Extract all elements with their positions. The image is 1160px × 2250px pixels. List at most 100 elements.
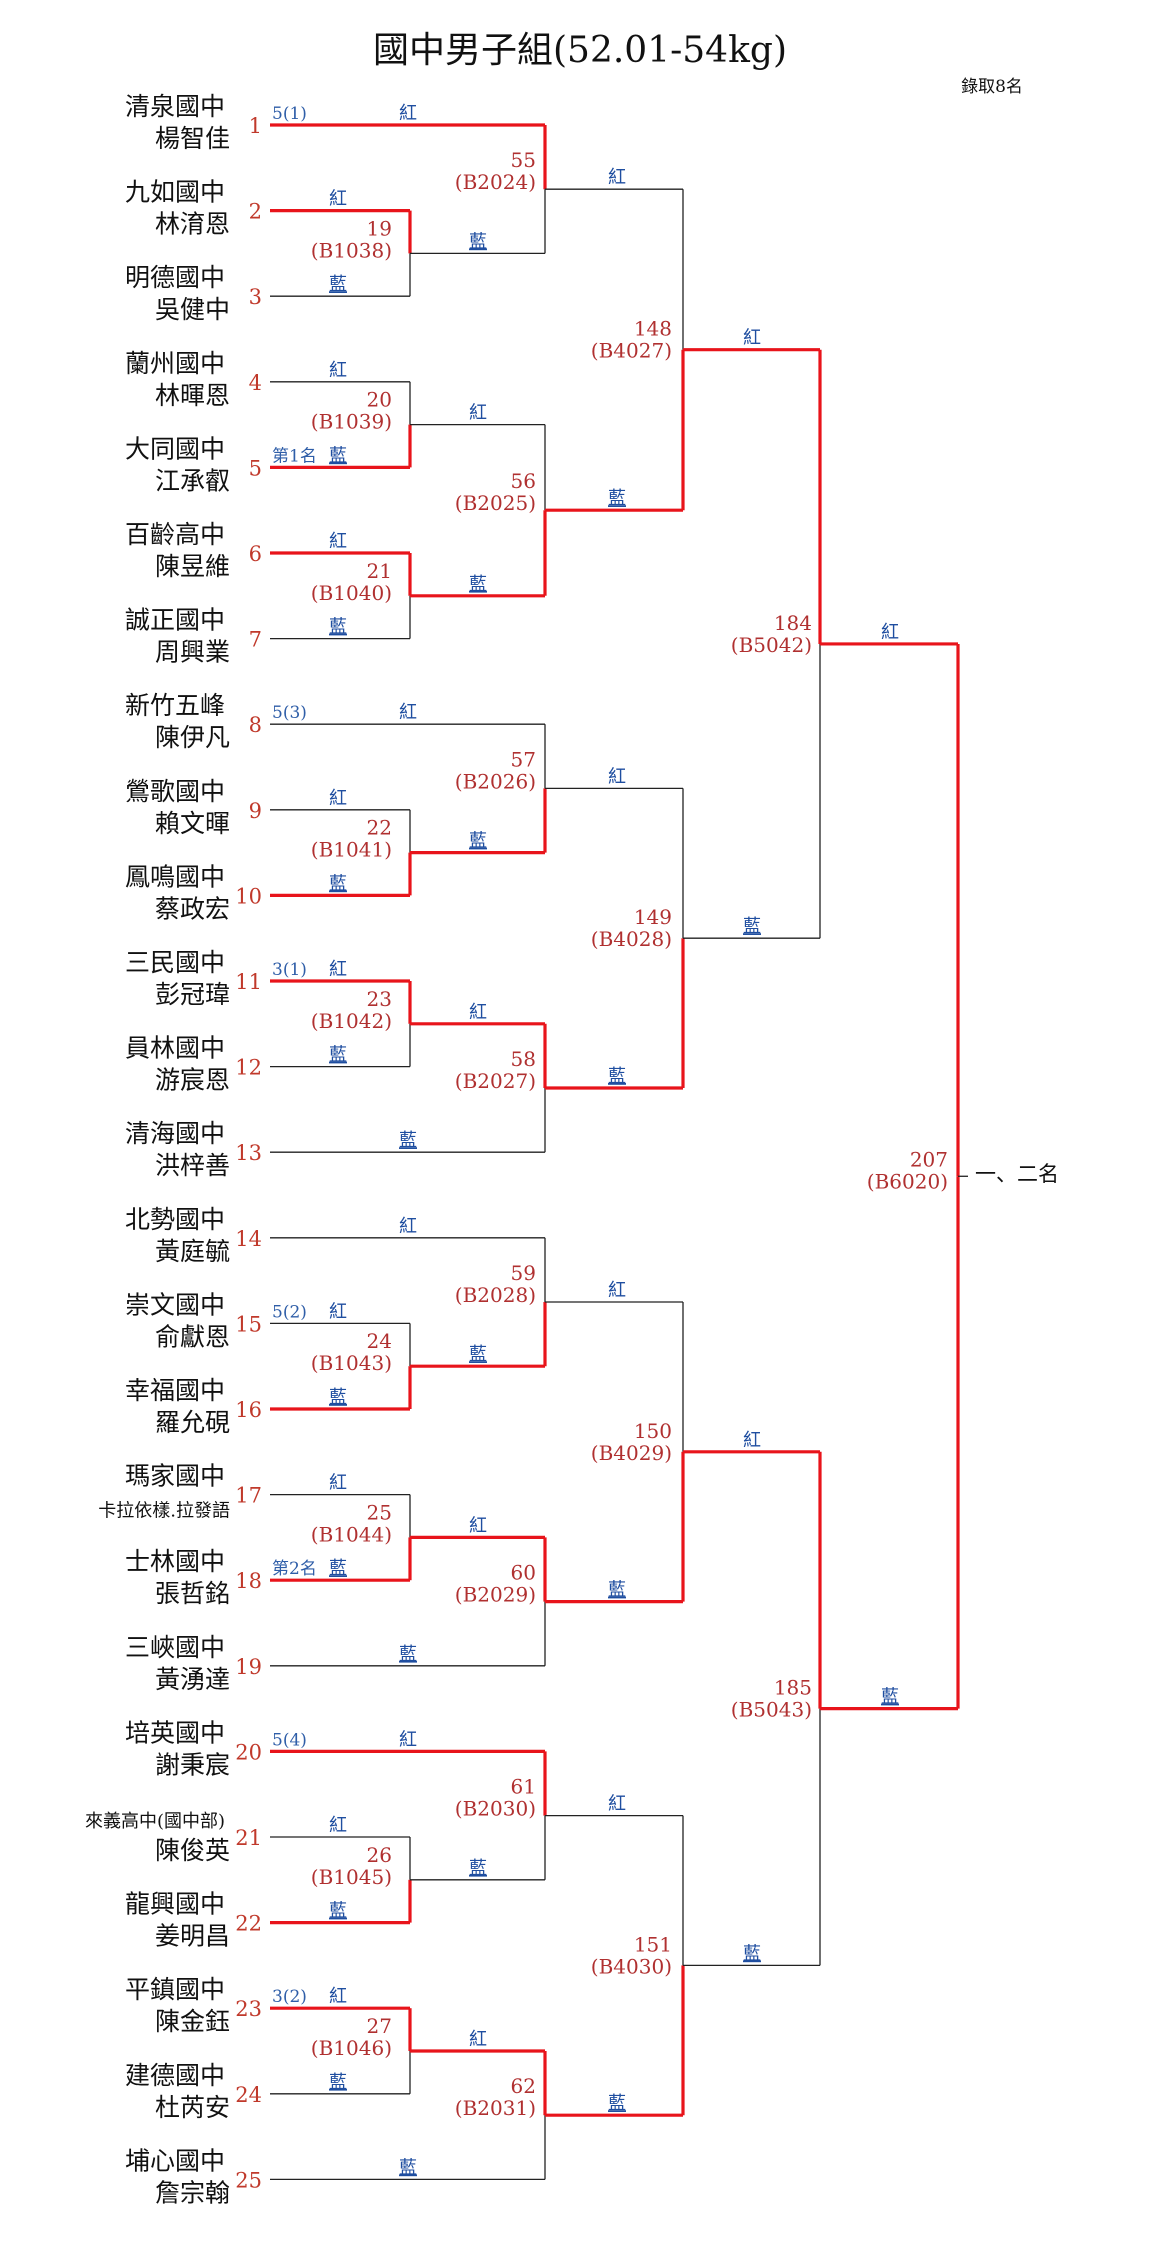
red-corner-label: 紅 bbox=[469, 1002, 487, 1023]
red-corner-label: 紅 bbox=[469, 1515, 487, 1536]
match-code: (B1040) bbox=[311, 581, 392, 605]
match-code: (B5043) bbox=[731, 1698, 812, 1722]
athlete-name: 陳伊凡 bbox=[155, 723, 230, 752]
red-corner-label: 紅 bbox=[608, 1280, 626, 1301]
final-placement-label: 一、二名 bbox=[975, 1162, 1059, 1186]
school-name: 新竹五峰 bbox=[125, 691, 225, 720]
seed-number: 24 bbox=[235, 2083, 262, 2107]
blue-corner-label: 藍 bbox=[329, 1045, 347, 1066]
match-code: (B2028) bbox=[455, 1283, 536, 1307]
school-name: 埔心國中 bbox=[125, 2146, 225, 2175]
match-code: (B2030) bbox=[455, 1797, 536, 1821]
red-corner-label: 紅 bbox=[329, 1473, 347, 1494]
seed-number: 2 bbox=[249, 200, 262, 224]
blue-corner-label: 藍 bbox=[608, 1066, 626, 1087]
athlete-name: 林暉恩 bbox=[155, 381, 230, 410]
seed-number: 11 bbox=[235, 970, 262, 994]
red-corner-label: 紅 bbox=[329, 189, 347, 210]
red-corner-label: 紅 bbox=[469, 403, 487, 424]
seed-tag: 5(2) bbox=[272, 1302, 307, 1322]
match-code: (B2024) bbox=[455, 170, 536, 194]
match-number: 25 bbox=[367, 1500, 392, 1524]
blue-corner-label: 藍 bbox=[329, 445, 347, 466]
athlete-name: 張哲銘 bbox=[155, 1579, 230, 1608]
seed-tag: 3(1) bbox=[272, 960, 307, 980]
athlete-name: 俞獻恩 bbox=[155, 1322, 230, 1351]
match-number: 20 bbox=[367, 388, 392, 412]
match-code: (B1042) bbox=[311, 1009, 392, 1033]
seed-number: 12 bbox=[235, 1056, 262, 1080]
match-number: 150 bbox=[634, 1419, 672, 1443]
seed-number: 14 bbox=[235, 1227, 262, 1251]
blue-corner-label: 藍 bbox=[469, 231, 487, 252]
athlete-name: 黃湧達 bbox=[155, 1665, 230, 1694]
match-code: (B1039) bbox=[311, 410, 392, 434]
red-corner-label: 紅 bbox=[329, 1986, 347, 2007]
school-name: 鶯歌國中 bbox=[125, 777, 225, 806]
school-name: 大同國中 bbox=[125, 434, 225, 463]
seed-number: 13 bbox=[235, 1141, 262, 1165]
seed-number: 25 bbox=[235, 2168, 262, 2192]
match-number: 184 bbox=[774, 611, 812, 635]
school-name: 三峽國中 bbox=[125, 1633, 225, 1662]
seed-number: 6 bbox=[249, 542, 262, 566]
blue-corner-label: 藍 bbox=[608, 1580, 626, 1601]
red-corner-label: 紅 bbox=[743, 1430, 761, 1451]
athlete-name: 詹宗翰 bbox=[155, 2178, 230, 2207]
seed-number: 8 bbox=[249, 713, 262, 737]
school-name: 三民國中 bbox=[125, 948, 225, 977]
match-number: 19 bbox=[367, 216, 392, 240]
athlete-name: 杜芮安 bbox=[155, 2093, 230, 2122]
school-name: 崇文國中 bbox=[125, 1290, 225, 1319]
match-number: 23 bbox=[367, 987, 392, 1011]
match-number: 149 bbox=[634, 905, 672, 929]
match-code: (B4027) bbox=[591, 339, 672, 363]
red-corner-label: 紅 bbox=[608, 167, 626, 188]
match-number: 56 bbox=[511, 469, 536, 493]
match-code: (B2025) bbox=[455, 491, 536, 515]
blue-corner-label: 藍 bbox=[329, 617, 347, 638]
athlete-name: 游宸恩 bbox=[155, 1066, 230, 1095]
match-number: 60 bbox=[511, 1561, 536, 1585]
red-corner-label: 紅 bbox=[399, 103, 417, 124]
athlete-name: 蔡政宏 bbox=[155, 894, 230, 923]
red-corner-label: 紅 bbox=[469, 2029, 487, 2050]
match-number: 151 bbox=[634, 1932, 672, 1956]
red-corner-label: 紅 bbox=[329, 531, 347, 552]
red-corner-label: 紅 bbox=[608, 1794, 626, 1815]
match-number: 55 bbox=[511, 148, 536, 172]
athlete-name: 卡拉依樣.拉發語 bbox=[98, 1501, 230, 1522]
seed-number: 16 bbox=[235, 1398, 262, 1422]
match-number: 21 bbox=[367, 559, 392, 583]
seed-tag: 5(4) bbox=[272, 1730, 307, 1750]
blue-corner-label: 藍 bbox=[329, 873, 347, 894]
athlete-name: 陳金鈺 bbox=[155, 2007, 230, 2036]
seed-number: 23 bbox=[235, 1997, 262, 2021]
match-code: (B1044) bbox=[311, 1522, 392, 1546]
blue-corner-label: 藍 bbox=[399, 2157, 417, 2178]
athlete-name: 陳昱維 bbox=[155, 552, 230, 581]
school-name: 蘭州國中 bbox=[125, 349, 225, 378]
blue-corner-label: 藍 bbox=[469, 1858, 487, 1879]
red-corner-label: 紅 bbox=[881, 622, 899, 643]
match-code: (B6020) bbox=[867, 1169, 948, 1193]
blue-corner-label: 藍 bbox=[329, 2072, 347, 2093]
seed-tag: 3(2) bbox=[272, 1987, 307, 2007]
seed-number: 10 bbox=[235, 884, 262, 908]
blue-corner-label: 藍 bbox=[329, 1387, 347, 1408]
blue-corner-label: 藍 bbox=[329, 1558, 347, 1579]
blue-corner-label: 藍 bbox=[881, 1687, 899, 1708]
bracket-lines bbox=[270, 123, 968, 2181]
match-code: (B1041) bbox=[311, 838, 392, 862]
blue-corner-label: 藍 bbox=[469, 1344, 487, 1365]
match-number: 27 bbox=[367, 2014, 392, 2038]
blue-corner-label: 藍 bbox=[329, 274, 347, 295]
match-number: 26 bbox=[367, 1843, 392, 1867]
athlete-name: 黃庭毓 bbox=[155, 1237, 230, 1266]
match-number: 22 bbox=[367, 816, 392, 840]
school-name: 士林國中 bbox=[125, 1547, 225, 1576]
blue-corner-label: 藍 bbox=[608, 2093, 626, 2114]
athlete-name: 江承叡 bbox=[155, 466, 230, 495]
